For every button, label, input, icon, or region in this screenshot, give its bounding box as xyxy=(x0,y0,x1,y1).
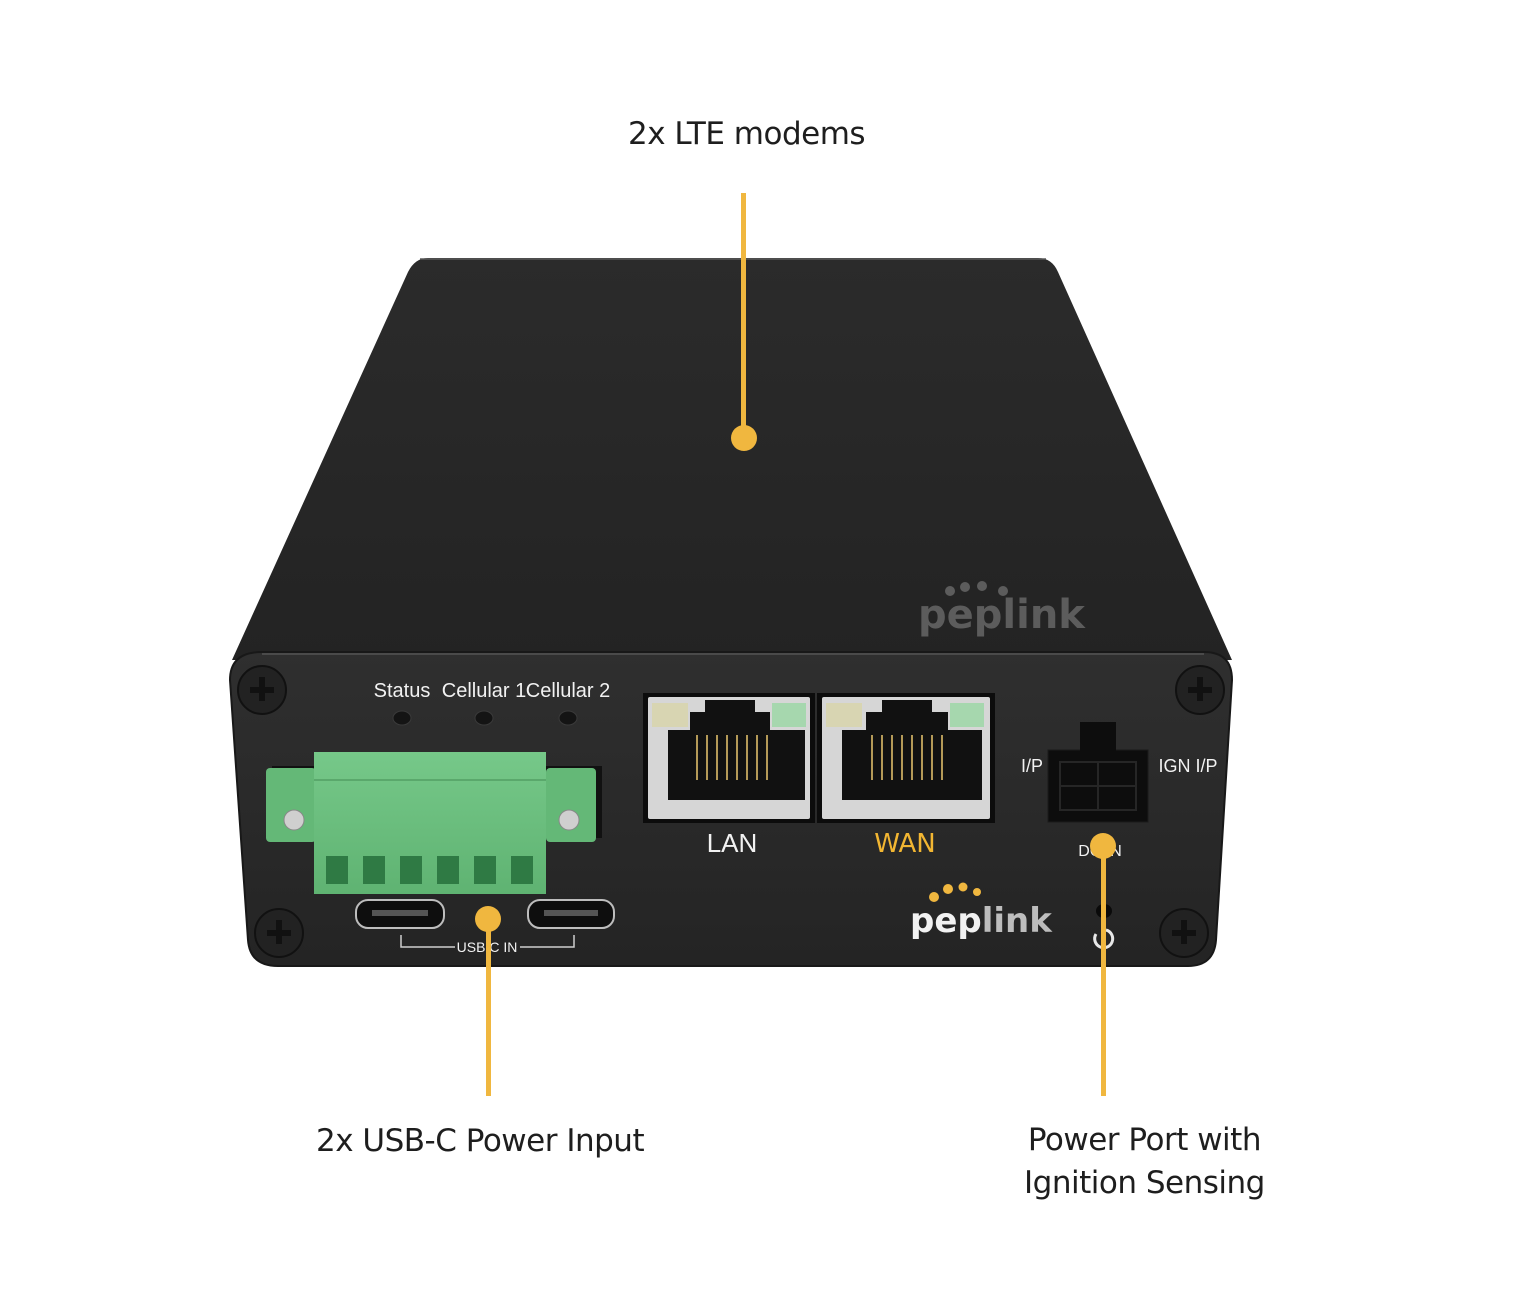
wan-label: WAN xyxy=(874,829,936,859)
front-logo-text: peplink xyxy=(910,901,1053,941)
led-label-status: Status xyxy=(374,680,431,702)
terminal-screw-left xyxy=(283,809,305,831)
led-label-cellular-2: Cellular 2 xyxy=(526,680,610,702)
dc-power-port[interactable] xyxy=(1047,722,1149,823)
cellular-2-led xyxy=(558,710,578,726)
callout-lte-modems: 2x LTE modems xyxy=(628,116,866,152)
screw-icon xyxy=(1159,908,1209,958)
callout-usb-c-power: 2x USB-C Power Input xyxy=(316,1123,645,1159)
usb-c-port-1[interactable] xyxy=(355,899,445,929)
wan-port[interactable] xyxy=(817,693,995,823)
device-top-cover xyxy=(232,258,1232,660)
usb-c-port-2[interactable] xyxy=(527,899,615,929)
callout-leader-power xyxy=(1101,846,1106,1096)
lan-link-led xyxy=(772,703,806,727)
top-peplink-logo: peplink xyxy=(918,581,1086,638)
power-input-label: I/P xyxy=(1021,756,1043,776)
wan-pins xyxy=(871,735,943,780)
lan-label: LAN xyxy=(707,828,758,858)
ignition-input-label: IGN I/P xyxy=(1158,756,1217,776)
terminal-screw-right xyxy=(558,809,580,831)
wan-activity-led xyxy=(826,703,862,727)
terminal-flange-right xyxy=(546,768,596,842)
lan-port[interactable] xyxy=(643,693,815,823)
terminal-flange-left xyxy=(266,768,316,842)
callout-power-port: Power Port with Ignition Sensing xyxy=(1024,1119,1265,1205)
callout-power-port-line1: Power Port with xyxy=(1027,1122,1262,1158)
led-label-cellular-1: Cellular 1 xyxy=(442,680,526,702)
screw-icon xyxy=(237,665,287,715)
terminal-block-connector[interactable] xyxy=(266,752,602,894)
terminal-block-body xyxy=(314,752,546,894)
usb-bracket-line xyxy=(400,935,575,948)
screw-icon xyxy=(254,908,304,958)
status-led xyxy=(392,710,412,726)
reset-icon xyxy=(1093,928,1115,950)
lan-pins xyxy=(696,735,768,780)
screw-icon xyxy=(1175,665,1225,715)
lan-activity-led xyxy=(652,703,688,727)
top-logo-text: peplink xyxy=(918,592,1086,638)
callout-dot-usb xyxy=(475,906,501,932)
callout-power-port-line2: Ignition Sensing xyxy=(1024,1165,1265,1201)
callout-leader-usb xyxy=(486,918,491,1096)
cellular-1-led xyxy=(474,710,494,726)
callout-leader-top xyxy=(741,193,746,438)
wan-link-led xyxy=(950,703,984,727)
callout-dot-top xyxy=(731,425,757,451)
terminal-slots xyxy=(326,856,533,884)
callout-dot-power xyxy=(1090,833,1116,859)
front-peplink-logo: peplink xyxy=(910,882,1053,941)
